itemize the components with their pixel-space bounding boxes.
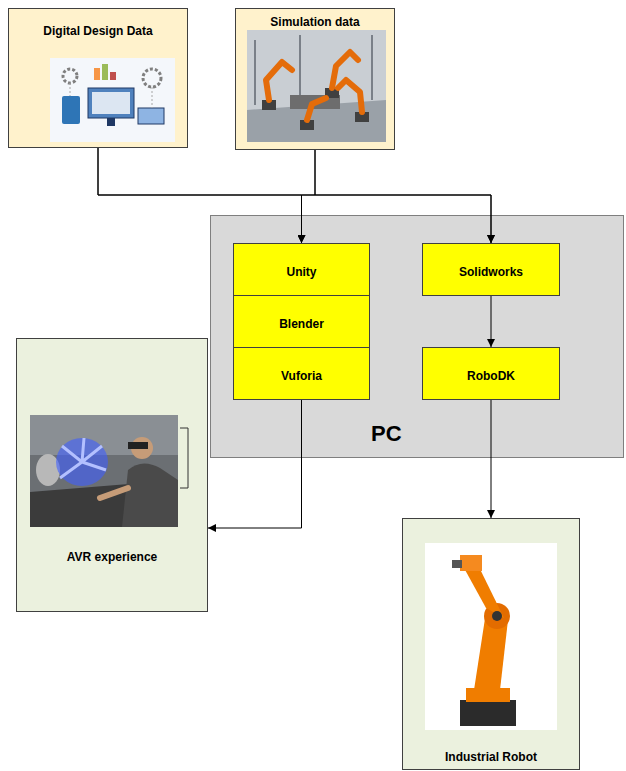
robot-base [355,112,369,122]
robot-elbow [484,603,510,629]
bar-icon [94,68,100,80]
robot-arm [332,52,358,88]
robot-foot [460,700,516,726]
robot-lower-arm [474,612,508,690]
node-label: AVR experience [67,550,158,564]
flow-arrow [315,150,491,243]
monitor-stand [107,118,115,126]
robot-photo-ground [425,543,557,730]
robot-arm [266,62,292,100]
bar-icon [110,72,116,80]
source-box: Digital Design Data [8,8,188,148]
cell-fence [255,35,372,105]
design-picture-ground [50,58,175,142]
robot-upper-arm [464,565,504,618]
gear-icon [63,69,77,83]
hologram-turbine [56,438,108,486]
person-body [122,463,178,527]
software-box: RoboDK [422,347,560,400]
robot-wrist [460,555,482,571]
node-label: Unity [287,265,317,279]
computer-panel: UnityBlenderVuforia SolidworksRoboDK PC [210,215,624,458]
gear-icon [143,69,161,87]
output-box: AVR experience [16,338,208,612]
robot-base [262,100,276,110]
person-arm [100,488,128,498]
monitor-icon [88,88,134,118]
avr-table [30,480,178,527]
bar-icon [102,64,108,80]
node-label: Industrial Robot [445,750,537,764]
headset-visor [128,442,148,449]
robot-arm [338,80,362,112]
source-box: Simulation data [235,8,395,150]
dotted-wire [70,83,152,108]
software-box: Unity [233,243,370,296]
node-label: RoboDK [467,369,515,383]
flow-arrow [491,296,492,347]
software-box: Blender [233,295,370,348]
robot-joint [492,611,502,621]
tablet-icon [62,96,80,124]
robot-arm [307,98,326,120]
flow-arrow [208,400,302,528]
bracket [180,428,188,488]
node-label: Vuforia [281,369,322,383]
laptop-icon [138,108,164,124]
cell-floor [247,100,386,142]
node-label: Solidworks [459,265,523,279]
node-label: Blender [279,317,324,331]
software-box: Solidworks [422,243,560,296]
turbine-housing [36,454,60,486]
monitor-screen [92,92,130,114]
flow-arrow [491,400,492,518]
node-label: Digital Design Data [43,24,152,38]
flow-arrow [98,148,491,243]
flow-arrow [302,150,316,243]
avr-wall [30,415,178,455]
output-box: Industrial Robot [402,518,580,770]
simulation-picture-ground [247,30,386,142]
software-box: Vuforia [233,347,370,400]
person-head [131,437,153,459]
turbine-blades [60,438,106,478]
work-table [290,95,340,109]
robot-tool [452,560,462,568]
avr-photo-ground [30,415,178,527]
robot-turntable [466,688,510,702]
node-label: Simulation data [270,15,359,29]
node-label: PC [371,421,402,447]
robot-base [300,120,314,130]
robot-base [325,88,339,98]
flow-arrow [98,148,302,243]
